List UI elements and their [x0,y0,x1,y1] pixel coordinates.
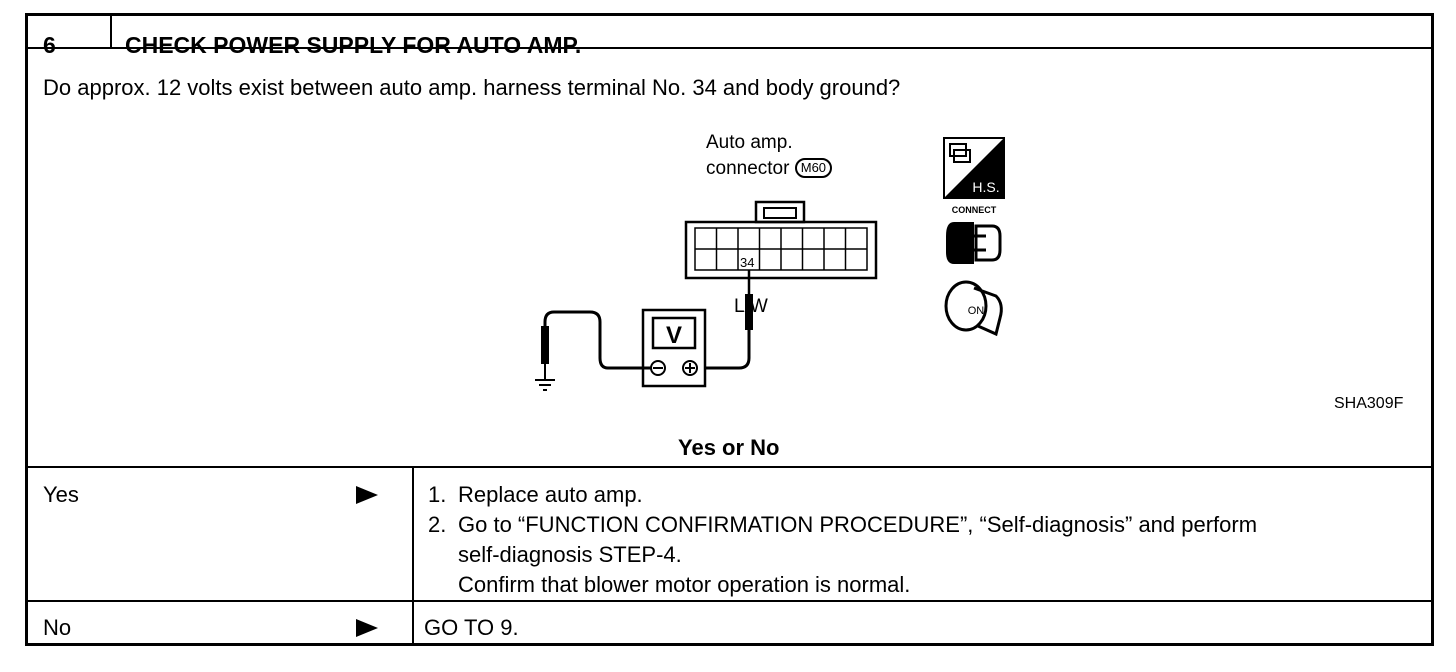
connector-id-badge: M60 [794,158,833,178]
ground-probe [541,326,549,364]
ignition-on-icon: ON [944,280,1003,337]
inspection-step-table: 6 CHECK POWER SUPPLY FOR AUTO AMP. Do ap… [25,13,1434,646]
connector-label-line2: connector M60 [706,158,833,180]
step-number: 6 [43,32,56,58]
hs-badge-text: H.S. [972,179,999,195]
yes-result-label: Yes [43,482,79,507]
connect-label: CONNECT [952,205,997,215]
yes-arrow-icon [356,486,378,504]
inspection-question: Do approx. 12 volts exist between auto a… [43,75,901,100]
list-item: 1.Replace auto amp. [428,482,643,507]
header-divider [28,47,1431,49]
results-column-divider [412,466,414,646]
voltage-check-diagram: 34 V H.S. [535,137,1005,391]
connect-icon [946,222,1002,264]
connector-label-line1: Auto amp. [706,132,793,153]
no-result-label: No [43,615,72,640]
list-item: 2.Go to “FUNCTION CONFIRMATION PROCEDURE… [428,512,1258,537]
figure-code: SHA309F [1334,395,1404,412]
decision-label: Yes or No [678,435,780,460]
probe-tip [745,294,753,330]
step-title: CHECK POWER SUPPLY FOR AUTO AMP. [125,32,582,58]
yes-action-list: 1.Replace auto amp. 2.Go to “FUNCTION CO… [428,480,1257,600]
meter-label: V [666,322,682,349]
results-middle-divider [28,600,1431,602]
harness-side-icon: H.S. [943,137,1005,199]
step-number-divider [110,16,112,47]
ignition-on-text: ON [968,305,985,317]
list-item: Confirm that blower motor operation is n… [458,572,911,597]
results-top-divider [28,466,1431,468]
ground-icon [535,379,555,391]
terminal-34-label: 34 [740,255,754,270]
no-action-text: GO TO 9. [424,615,519,640]
list-item: self-diagnosis STEP-4. [458,542,682,567]
auto-amp-connector [684,200,878,280]
no-arrow-icon [356,619,378,637]
voltmeter: V [641,308,707,388]
